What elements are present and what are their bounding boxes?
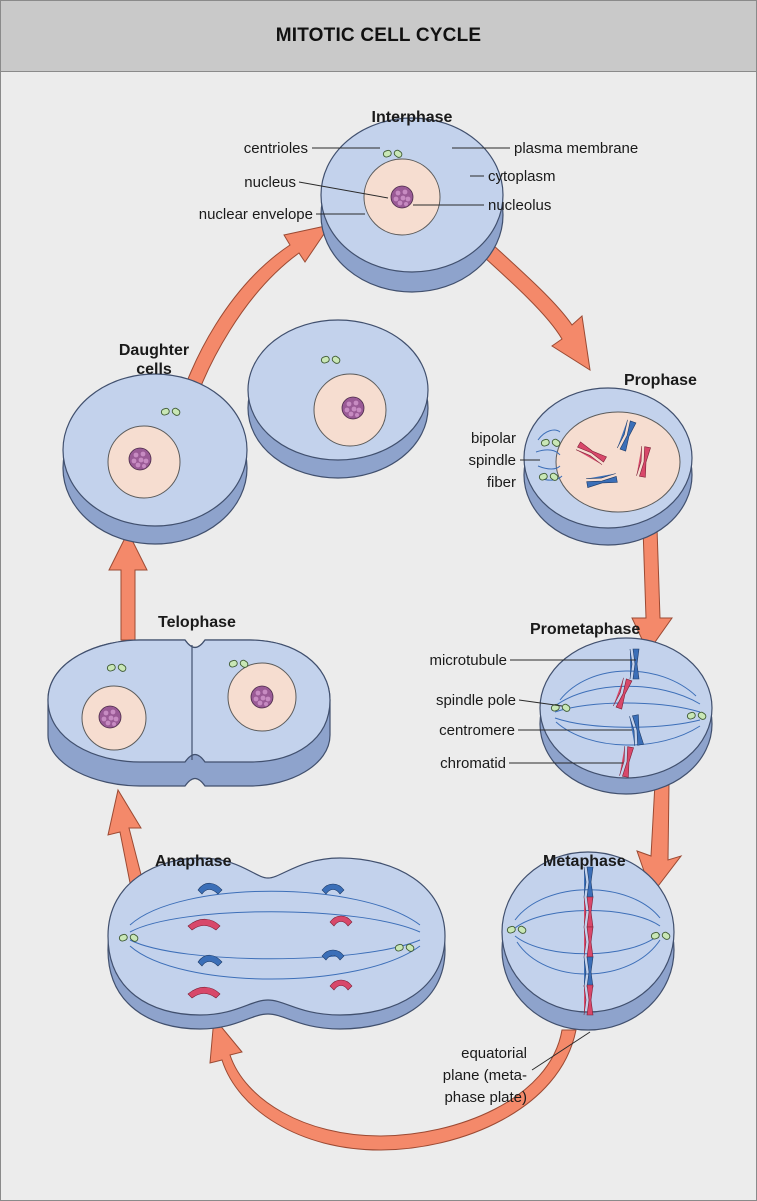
label-equatorial-3: phase plate) xyxy=(444,1089,527,1106)
label-spindle-pole: spindle pole xyxy=(436,692,516,709)
label-microtubule: microtubule xyxy=(429,652,507,669)
arrow-metaphase-to-anaphase xyxy=(210,1018,576,1150)
label-bipolar-2: spindle xyxy=(468,452,516,469)
label-plasma-membrane: plasma membrane xyxy=(514,140,638,157)
label-centromere: centromere xyxy=(439,722,515,739)
label-equatorial-1: equatorial xyxy=(461,1045,527,1062)
stage-prophase: Prophase xyxy=(624,372,697,389)
label-nucleolus: nucleolus xyxy=(488,197,551,214)
label-bipolar-3: fiber xyxy=(487,474,516,491)
daughter-cell-right xyxy=(248,320,428,478)
stage-prometaphase: Prometaphase xyxy=(530,621,640,638)
stage-interphase: Interphase xyxy=(372,109,453,126)
prometaphase-cell xyxy=(540,638,712,794)
label-centrioles: centrioles xyxy=(244,140,308,157)
label-equatorial-2: plane (meta- xyxy=(443,1067,527,1084)
prophase-cell xyxy=(524,388,692,545)
label-nuclear-envelope: nuclear envelope xyxy=(199,206,313,223)
metaphase-cell xyxy=(502,852,674,1030)
stage-anaphase: Anaphase xyxy=(155,853,232,870)
stage-daughter-line1: Daughter xyxy=(119,342,189,359)
label-nucleus: nucleus xyxy=(244,174,296,191)
stage-daughter-line2: cells xyxy=(136,361,172,378)
label-cytoplasm: cytoplasm xyxy=(488,168,556,185)
daughter-cell-left xyxy=(63,374,247,544)
label-bipolar-1: bipolar xyxy=(471,430,516,447)
arrow-telophase-to-daughter xyxy=(109,532,147,640)
stage-telophase: Telophase xyxy=(158,614,236,631)
telophase-cell xyxy=(48,640,330,786)
stage-metaphase: Metaphase xyxy=(543,853,626,870)
label-chromatid: chromatid xyxy=(440,755,506,772)
interphase-nucleolus xyxy=(391,186,413,208)
anaphase-cell xyxy=(108,858,445,1029)
